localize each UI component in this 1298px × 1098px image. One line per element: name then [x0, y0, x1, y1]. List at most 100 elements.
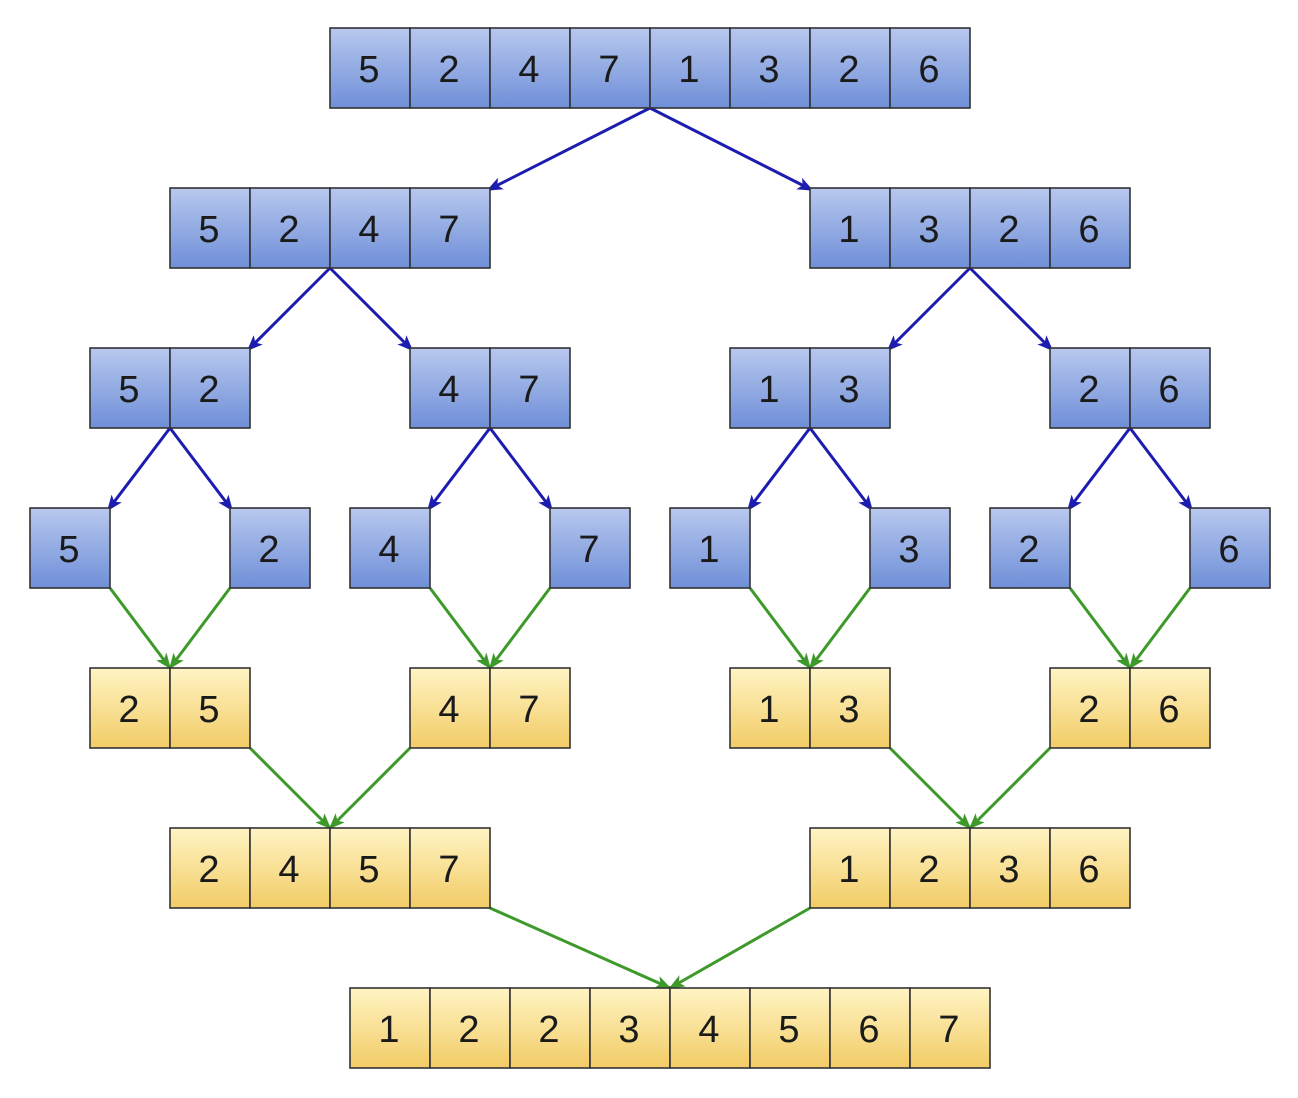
- split-cell: [1189, 507, 1271, 589]
- split-cell-value: 2: [1078, 369, 1099, 411]
- split-group-l3-4: 1: [669, 507, 751, 589]
- split-cell: [889, 27, 971, 109]
- merge-cell: [969, 827, 1051, 909]
- split-cell: [729, 27, 811, 109]
- split-arrow: [486, 106, 651, 192]
- split-cell: [329, 27, 411, 109]
- merge-cell: [349, 987, 431, 1069]
- split-group-l3-6: 2: [989, 507, 1071, 589]
- merge-arrow: [108, 587, 172, 670]
- merge-cell: [509, 987, 591, 1069]
- split-cell: [989, 507, 1071, 589]
- split-cell-value: 7: [438, 209, 459, 251]
- merge-cell: [1049, 827, 1131, 909]
- split-cell: [489, 347, 571, 429]
- merge-cell: [89, 667, 171, 749]
- merge-cell-value: 4: [698, 1009, 719, 1051]
- merge-arrow: [668, 906, 811, 990]
- merge-cell-value: 4: [438, 689, 459, 731]
- merge-cell-value: 2: [1078, 689, 1099, 731]
- split-cell: [249, 187, 331, 269]
- split-cell-value: 7: [518, 369, 539, 411]
- arrows-layer: [106, 106, 1194, 990]
- split-cell-value: 6: [1078, 209, 1099, 251]
- merge-cell: [1129, 667, 1211, 749]
- split-cell-value: 3: [838, 369, 859, 411]
- split-arrow: [328, 266, 414, 352]
- merge-cell-value: 2: [118, 689, 139, 731]
- split-cell: [409, 187, 491, 269]
- merge-cell: [809, 667, 891, 749]
- split-arrow: [246, 266, 332, 352]
- split-cell: [489, 27, 571, 109]
- merge-cell: [249, 827, 331, 909]
- split-cell: [329, 187, 411, 269]
- merge-cell-value: 1: [378, 1009, 399, 1051]
- merge-cell: [589, 987, 671, 1069]
- merge-arrow: [428, 587, 492, 670]
- split-cell-value: 4: [518, 49, 539, 91]
- split-cell: [1049, 187, 1131, 269]
- merge-cell-value: 1: [758, 689, 779, 731]
- merge-cell-value: 2: [458, 1009, 479, 1051]
- split-cell: [889, 187, 971, 269]
- merge-cell-value: 7: [438, 849, 459, 891]
- split-arrow: [488, 427, 554, 512]
- merge-cell: [429, 987, 511, 1069]
- split-cell-value: 5: [118, 369, 139, 411]
- split-cell: [89, 347, 171, 429]
- split-cell-value: 7: [598, 49, 619, 91]
- split-cell: [569, 27, 651, 109]
- split-cell: [649, 27, 731, 109]
- split-cell-value: 4: [378, 529, 399, 571]
- merge-cell-value: 3: [618, 1009, 639, 1051]
- merge-arrow: [1068, 587, 1132, 670]
- split-cell-value: 6: [918, 49, 939, 91]
- merge-cell: [1049, 667, 1131, 749]
- merge-cell: [749, 987, 831, 1069]
- split-cell-value: 6: [1158, 369, 1179, 411]
- merge-cell-value: 3: [838, 689, 859, 731]
- split-cell-value: 6: [1218, 529, 1239, 571]
- merge-cell: [669, 987, 751, 1069]
- merge-cell-value: 7: [518, 689, 539, 731]
- merge-arrow: [888, 746, 972, 830]
- split-group-l3-2: 4: [349, 507, 431, 589]
- merge-cell: [909, 987, 991, 1069]
- split-cell-value: 7: [578, 529, 599, 571]
- split-cell-value: 3: [918, 209, 939, 251]
- merge-arrow: [488, 587, 552, 670]
- split-cell: [1129, 347, 1211, 429]
- split-arrow: [886, 266, 972, 352]
- merge-cell-value: 2: [538, 1009, 559, 1051]
- split-arrow: [808, 427, 874, 512]
- split-cell: [409, 27, 491, 109]
- split-cell: [729, 347, 811, 429]
- merge-cell-value: 5: [778, 1009, 799, 1051]
- merge-cell-value: 1: [838, 849, 859, 891]
- split-cell-value: 2: [998, 209, 1019, 251]
- split-cell: [229, 507, 311, 589]
- merge-cell: [809, 827, 891, 909]
- split-cell-value: 2: [438, 49, 459, 91]
- split-cell: [169, 347, 251, 429]
- split-cell-value: 4: [438, 369, 459, 411]
- split-group-l3-7: 6: [1189, 507, 1271, 589]
- merge-arrow: [489, 906, 672, 990]
- merge-cell-value: 6: [1158, 689, 1179, 731]
- split-cell-value: 5: [358, 49, 379, 91]
- split-arrow: [106, 427, 172, 512]
- split-cell-value: 1: [678, 49, 699, 91]
- merge-cell: [409, 827, 491, 909]
- split-group-l3-1: 2: [229, 507, 311, 589]
- split-cell: [169, 187, 251, 269]
- split-arrow: [1066, 427, 1132, 512]
- merge-cell: [489, 667, 571, 749]
- merge-arrow: [748, 587, 812, 670]
- merge-arrow: [248, 746, 332, 830]
